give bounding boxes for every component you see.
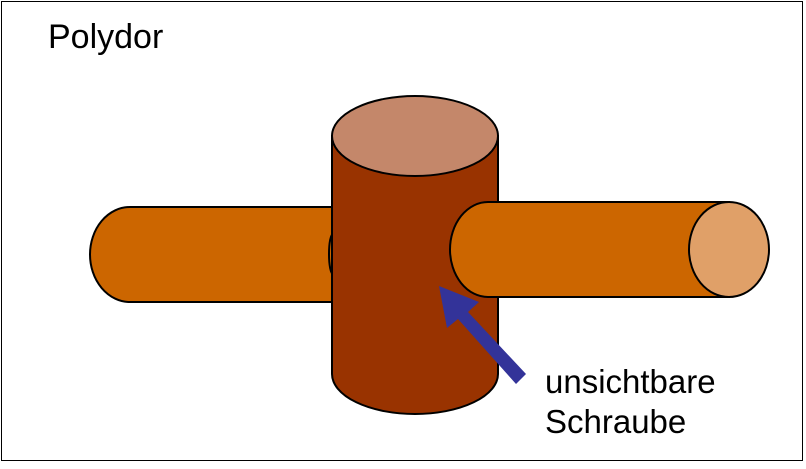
vertical-cylinder <box>331 135 499 415</box>
diagram-frame <box>1 1 803 461</box>
right-rod-end <box>688 201 770 298</box>
arrow-icon <box>439 286 526 384</box>
annotation-label: unsichtbare Schraube <box>545 362 716 442</box>
diagram-title: Polydor <box>48 18 164 56</box>
vertical-cylinder-top <box>331 95 499 177</box>
annotation-line-1: unsichtbare <box>545 363 716 400</box>
right-rod <box>449 201 730 298</box>
annotation-line-2: Schraube <box>545 403 687 440</box>
left-rod <box>89 206 334 303</box>
